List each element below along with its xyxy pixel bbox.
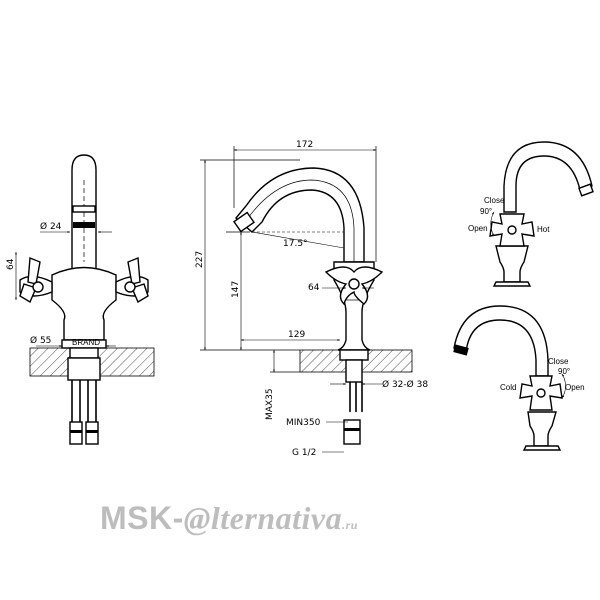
cold-close-label: Close: [548, 357, 569, 366]
hot-angle-label: 90°: [480, 207, 492, 216]
side-thread-label: G 1/2: [292, 448, 316, 458]
cold-angle-label: 90°: [558, 367, 570, 376]
side-counter-max-label: MAX35: [265, 388, 275, 420]
hot-open-label: Open: [468, 224, 488, 233]
front-view: BRAND Ø 24 64: [6, 154, 155, 445]
side-handle-height-label: 64: [308, 283, 320, 293]
side-hole-dia-label: Ø 32-Ø 38: [382, 379, 428, 390]
side-hose-min-label: MIN350: [286, 418, 321, 428]
cold-open-label: Open: [565, 383, 585, 392]
hot-close-label: Close: [484, 196, 505, 205]
hot-view: Close 90° Open Hot: [468, 141, 594, 287]
side-view: 172 227 147 129 17.5° 64 MAX35 Ø 32-Ø 38…: [195, 140, 428, 458]
side-angle-label: 17.5°: [283, 239, 308, 249]
hot-side-label: Hot: [537, 225, 550, 234]
cold-side-label: Cold: [500, 383, 516, 392]
cold-view: Close 90° Open Cold: [453, 305, 585, 451]
watermark-suffix: lternativa: [210, 500, 343, 536]
watermark-mark: @: [183, 500, 211, 536]
side-height-label: 227: [195, 251, 205, 268]
cold-spout: [453, 305, 549, 377]
front-dia-base-label: Ø 55: [30, 335, 51, 346]
front-dia-top-label: Ø 24: [40, 221, 62, 232]
side-spout: [235, 167, 365, 263]
front-body: [51, 266, 117, 341]
svg-text:BRAND: BRAND: [72, 338, 100, 347]
watermark-prefix: MSK-: [100, 500, 184, 536]
front-right-handle: [115, 256, 149, 304]
side-spout-reach-label: 129: [288, 330, 305, 340]
hot-spout: [503, 141, 593, 213]
side-spout-height-label: 147: [231, 281, 241, 298]
front-left-handle: [19, 256, 53, 304]
watermark-tld: .ru: [342, 518, 358, 532]
side-handle: [324, 266, 384, 306]
watermark: MSK-@lternativa.ru: [100, 500, 358, 537]
front-handle-height-label: 64: [6, 258, 16, 270]
side-width-label: 172: [296, 140, 313, 150]
